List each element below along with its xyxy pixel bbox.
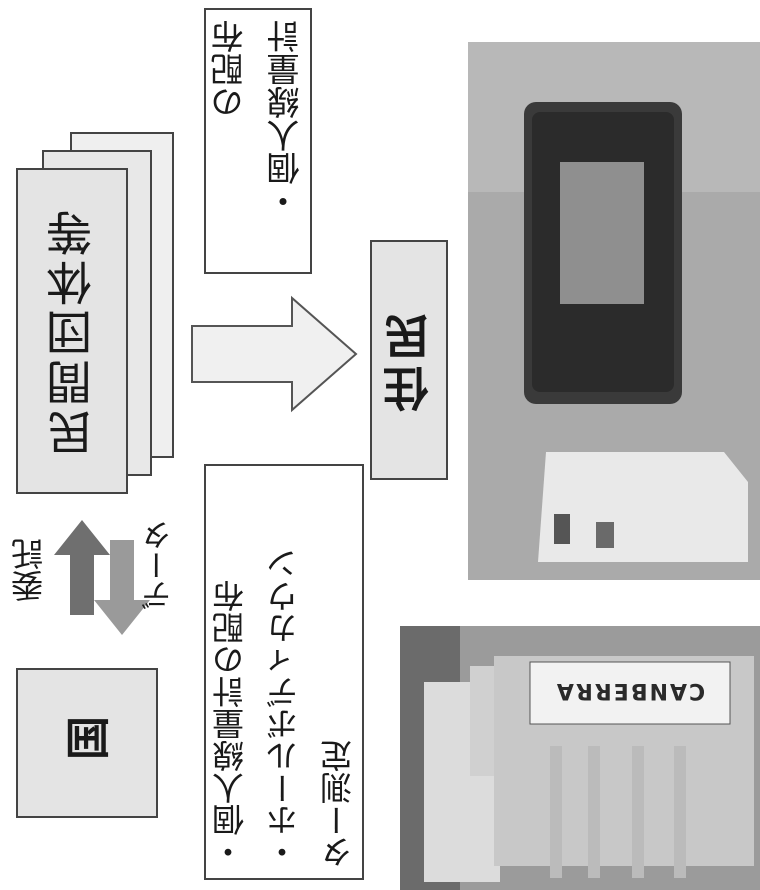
brand-panel (529, 661, 731, 725)
services-note-box: ・個人線量計の配布 ・ホールボディカウン ター測定 (204, 464, 364, 880)
dosimeter-photo (468, 42, 760, 580)
country-box: 国 (16, 668, 158, 818)
residents-box: 住民 (370, 240, 448, 480)
org-label: 民間団体等 (45, 206, 99, 456)
services-note-line1: ・個人線量計の配布 (211, 580, 249, 868)
data-arrow (94, 540, 150, 635)
dosimeter-note-box: ・個人線量計 の配布 (204, 8, 312, 274)
services-note-line2: ・ホールボディカウン (265, 548, 303, 868)
dosimeter-illustration (468, 42, 760, 580)
services-note-line3: ター測定 (319, 740, 357, 868)
bidirectional-arrows (54, 520, 150, 635)
commission-label: 委託 (10, 538, 48, 602)
org-box-front: 民間団体等 (16, 168, 128, 494)
counter-illustration (400, 626, 760, 890)
dosimeter-note-line1: ・個人線量計 (266, 20, 305, 218)
country-label: 国 (65, 717, 109, 768)
dosimeter-screen (560, 162, 644, 304)
distribution-arrow (191, 295, 358, 413)
dosimeter-note-line2: の配布 (210, 20, 249, 119)
dosimeter-card (538, 452, 748, 562)
data-label: データ (142, 520, 177, 610)
commission-arrow (54, 520, 110, 615)
whole-body-counter-photo: CANBERRA (400, 626, 760, 890)
canberra-brand: CANBERRA (554, 678, 706, 703)
residents-label: 住民 (382, 308, 436, 412)
